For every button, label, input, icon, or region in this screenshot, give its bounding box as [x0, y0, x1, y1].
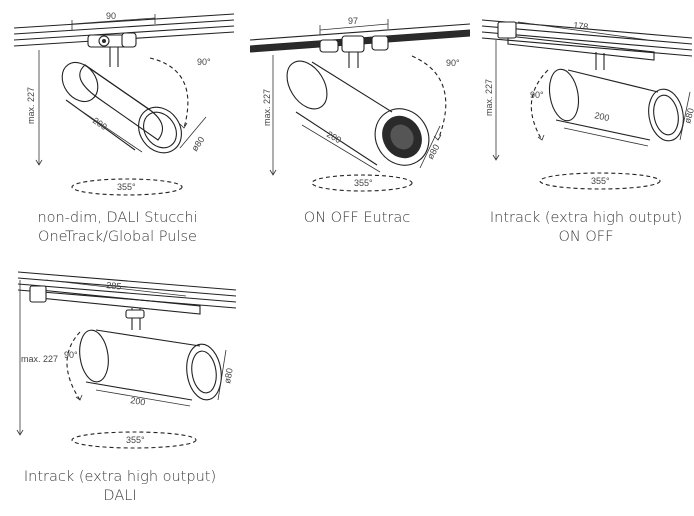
spotlight-drawing-eutrac: 97 max. 227 90° 200 ø80 355°	[249, 16, 471, 192]
panel-intrack-onoff: 178 max. 227 90° 200 ø80 355° Intrack (e…	[478, 0, 694, 255]
dim-width: 285	[106, 280, 122, 292]
dim-tilt: 90°	[64, 350, 78, 360]
dim-rotation: 355°	[126, 435, 145, 445]
dim-diameter: ø80	[682, 107, 694, 125]
dim-rotation: 355°	[354, 178, 373, 188]
caption-line-1: Intrack (extra high output)	[23, 469, 217, 485]
spotlight-drawing-stucchi: 90 max. 227 90° 200 ø80 355°	[13, 11, 235, 196]
dim-tilt: 90°	[446, 58, 460, 68]
caption-line-1: ON OFF Eutrac	[303, 210, 411, 226]
caption-line-2: ON OFF	[558, 229, 614, 245]
dim-width: 90	[106, 11, 116, 21]
dim-tilt: 90°	[197, 57, 211, 67]
dim-tilt: 90°	[530, 90, 544, 100]
dim-width: 97	[348, 16, 358, 26]
caption-line-1: Intrack (extra high output)	[489, 210, 683, 226]
dim-length: 200	[130, 395, 146, 407]
dim-rotation: 355°	[117, 182, 136, 192]
panel-intrack-dali: 285 max. 227 90° 200 ø80 355° Intrack (e…	[0, 260, 240, 516]
dim-height: max. 227	[21, 354, 58, 364]
dim-diameter: ø80	[222, 367, 235, 384]
panel-caption: ON OFF Eutrac	[242, 209, 472, 228]
dim-diameter: ø80	[425, 143, 441, 161]
dim-height: max. 227	[26, 87, 36, 124]
panel-stucchi: 90 max. 227 90° 200 ø80 355° non-di	[0, 0, 235, 255]
dim-width: 178	[573, 20, 589, 32]
panel-eutrac: 97 max. 227 90° 200 ø80 355° ON OFF Eutr	[242, 0, 472, 255]
spotlight-drawing-intrack-onoff: 178 max. 227 90° 200 ø80 355°	[481, 19, 694, 190]
caption-line-1: non-dim, DALI Stucchi	[37, 210, 198, 226]
dim-rotation: 355°	[591, 176, 610, 186]
caption-line-2: DALI	[103, 488, 137, 504]
panel-caption: Intrack (extra high output) DALI	[0, 468, 240, 506]
dim-height: max. 227	[484, 79, 494, 116]
dim-length: 200	[594, 110, 611, 123]
caption-line-2: OneTrack/Global Pulse	[38, 229, 197, 245]
dim-length: 200	[325, 129, 343, 145]
dim-diameter: ø80	[189, 135, 206, 153]
panel-caption: non-dim, DALI Stucchi OneTrack/Global Pu…	[0, 209, 235, 247]
panel-caption: Intrack (extra high output) ON OFF	[478, 209, 694, 247]
spotlight-drawing-intrack-dali: 285 max. 227 90° 200 ø80 355°	[16, 271, 237, 449]
dim-height: max. 227	[262, 89, 272, 126]
